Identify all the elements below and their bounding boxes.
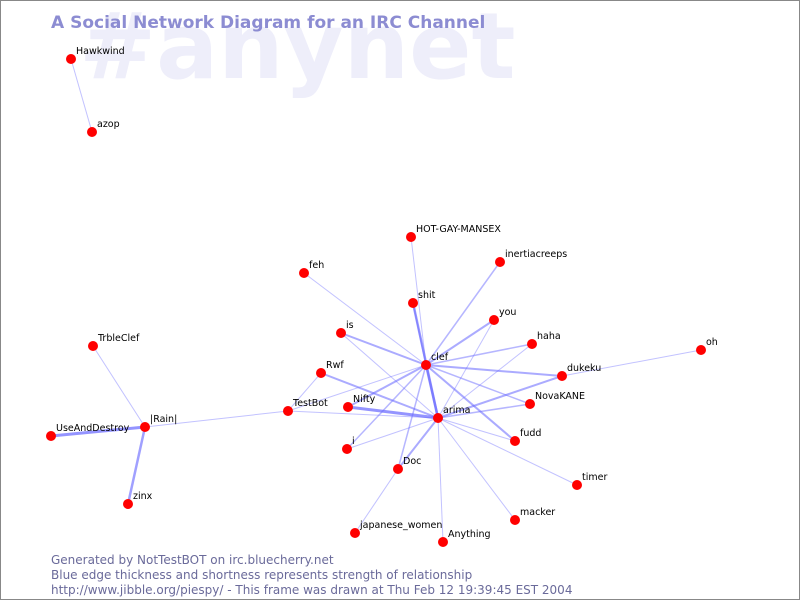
edge-rain-testbot [144,410,289,428]
edge-novakane-clef [425,364,531,405]
node-label: feh [309,260,324,271]
edge-hot-gay-mansex-clef [410,236,427,366]
node-nifty[interactable] [343,402,353,412]
node-label: azop [97,119,120,130]
node-oh[interactable] [696,345,706,355]
node-label: clef [431,352,449,363]
node-label: timer [582,472,607,483]
edge-doc-clef [397,364,427,470]
node-dukeku[interactable] [557,371,567,381]
edge-doc-arima [397,417,439,470]
node-feh[interactable] [299,268,309,278]
edge-rwf-arima [320,372,439,419]
edge-i-arima [346,417,439,450]
node-testbot[interactable] [283,406,293,416]
node-label: shit [418,290,436,301]
node-i[interactable] [342,444,352,454]
node-is[interactable] [336,328,346,338]
node-hawkwind[interactable] [66,54,76,64]
edge-dukeku-oh [561,349,702,377]
node-label: Anything [448,529,491,540]
edge-nifty-clef [347,364,427,408]
node-label: you [499,307,516,318]
edge-testbot-clef [287,364,427,412]
node-anything[interactable] [438,537,448,547]
node-label: Nifty [353,394,376,405]
node-useanddestroy[interactable] [46,431,56,441]
node-clef[interactable] [421,360,431,370]
node-label: dukeku [567,363,601,374]
node-label: Doc [403,456,421,467]
node-label: Hawkwind [76,46,125,57]
edge-macker-arima [437,417,516,521]
node-label: Rwf [326,360,344,371]
node-label: UseAndDestroy [56,423,130,434]
edge-dukeku-clef [425,364,563,377]
channel-watermark: #anynet [79,0,516,100]
footer-legend: Blue edge thickness and shortness repres… [51,568,473,582]
node-haha[interactable] [527,339,537,349]
node-label: arima [443,405,470,416]
footer-generated: Generated by NotTestBOT on irc.bluecherr… [51,553,334,567]
node-label: HOT-GAY-MANSEX [416,224,501,235]
node-label: TrbleClef [97,333,140,344]
node-azop[interactable] [87,127,97,137]
node-rwf[interactable] [316,368,326,378]
node-novakane[interactable] [525,399,535,409]
node-label: oh [706,337,718,348]
edge-fudd-arima [437,417,516,442]
edge-zinx-rain [126,426,147,505]
node-label: |Rain| [150,414,177,425]
edge-you-clef [425,319,495,366]
edge-anything-arima [437,417,444,543]
edge-feh-clef [303,272,427,366]
edge-fudd-clef [425,364,516,442]
node-you[interactable] [489,315,499,325]
node-macker[interactable] [510,515,520,525]
node-fudd[interactable] [510,436,520,446]
node-label: TestBot [292,398,328,409]
edge-useanddestroy-rain [50,425,146,438]
edge-is-arima [340,332,439,419]
node-shit[interactable] [408,298,418,308]
edge-testbot-rwf [287,372,322,412]
node-label: inertiacreeps [505,249,567,260]
node-label: japanese_women [359,520,442,531]
edge-novakane-arima [437,403,531,419]
edge-haha-clef [425,343,533,366]
node-inertiacreeps[interactable] [495,257,505,267]
footer: Generated by NotTestBOT on irc.bluecherr… [51,553,572,598]
node-arima[interactable] [433,413,443,423]
edge-testbot-arima [287,410,439,419]
node-hot-gay-mansex[interactable] [406,232,416,242]
node-doc[interactable] [393,464,403,474]
node-label: haha [537,331,561,342]
edge-is-clef [340,332,427,366]
node-zinx[interactable] [123,499,133,509]
footer-url-timestamp: http://www.jibble.org/piespy/ - This fra… [51,583,573,597]
edge-trbleclef-rain [92,345,146,428]
edge-haha-arima [437,343,533,419]
node-label: i [352,436,355,447]
node-label: fudd [520,428,541,439]
edge-clef-arima [424,364,440,419]
node-label: macker [520,507,555,518]
node-rain[interactable] [140,422,150,432]
edge-i-clef [346,364,427,450]
node-timer[interactable] [572,480,582,490]
node-trbleclef[interactable] [88,341,98,351]
node-label: is [346,320,354,331]
node-label: NovaKANE [535,391,585,402]
edge-inertiacreeps-clef [425,261,501,366]
edge-hawkwind-azop [70,58,93,133]
edge-timer-arima [437,417,578,486]
node-label: zinx [133,491,153,502]
node-japanese-women[interactable] [350,528,360,538]
edge-japanese-women-doc [354,468,399,534]
edge-dukeku-arima [437,375,563,419]
edge-shit-clef [412,302,427,366]
edge-nifty-arima [347,405,439,420]
diagram-title: A Social Network Diagram for an IRC Chan… [51,13,486,33]
